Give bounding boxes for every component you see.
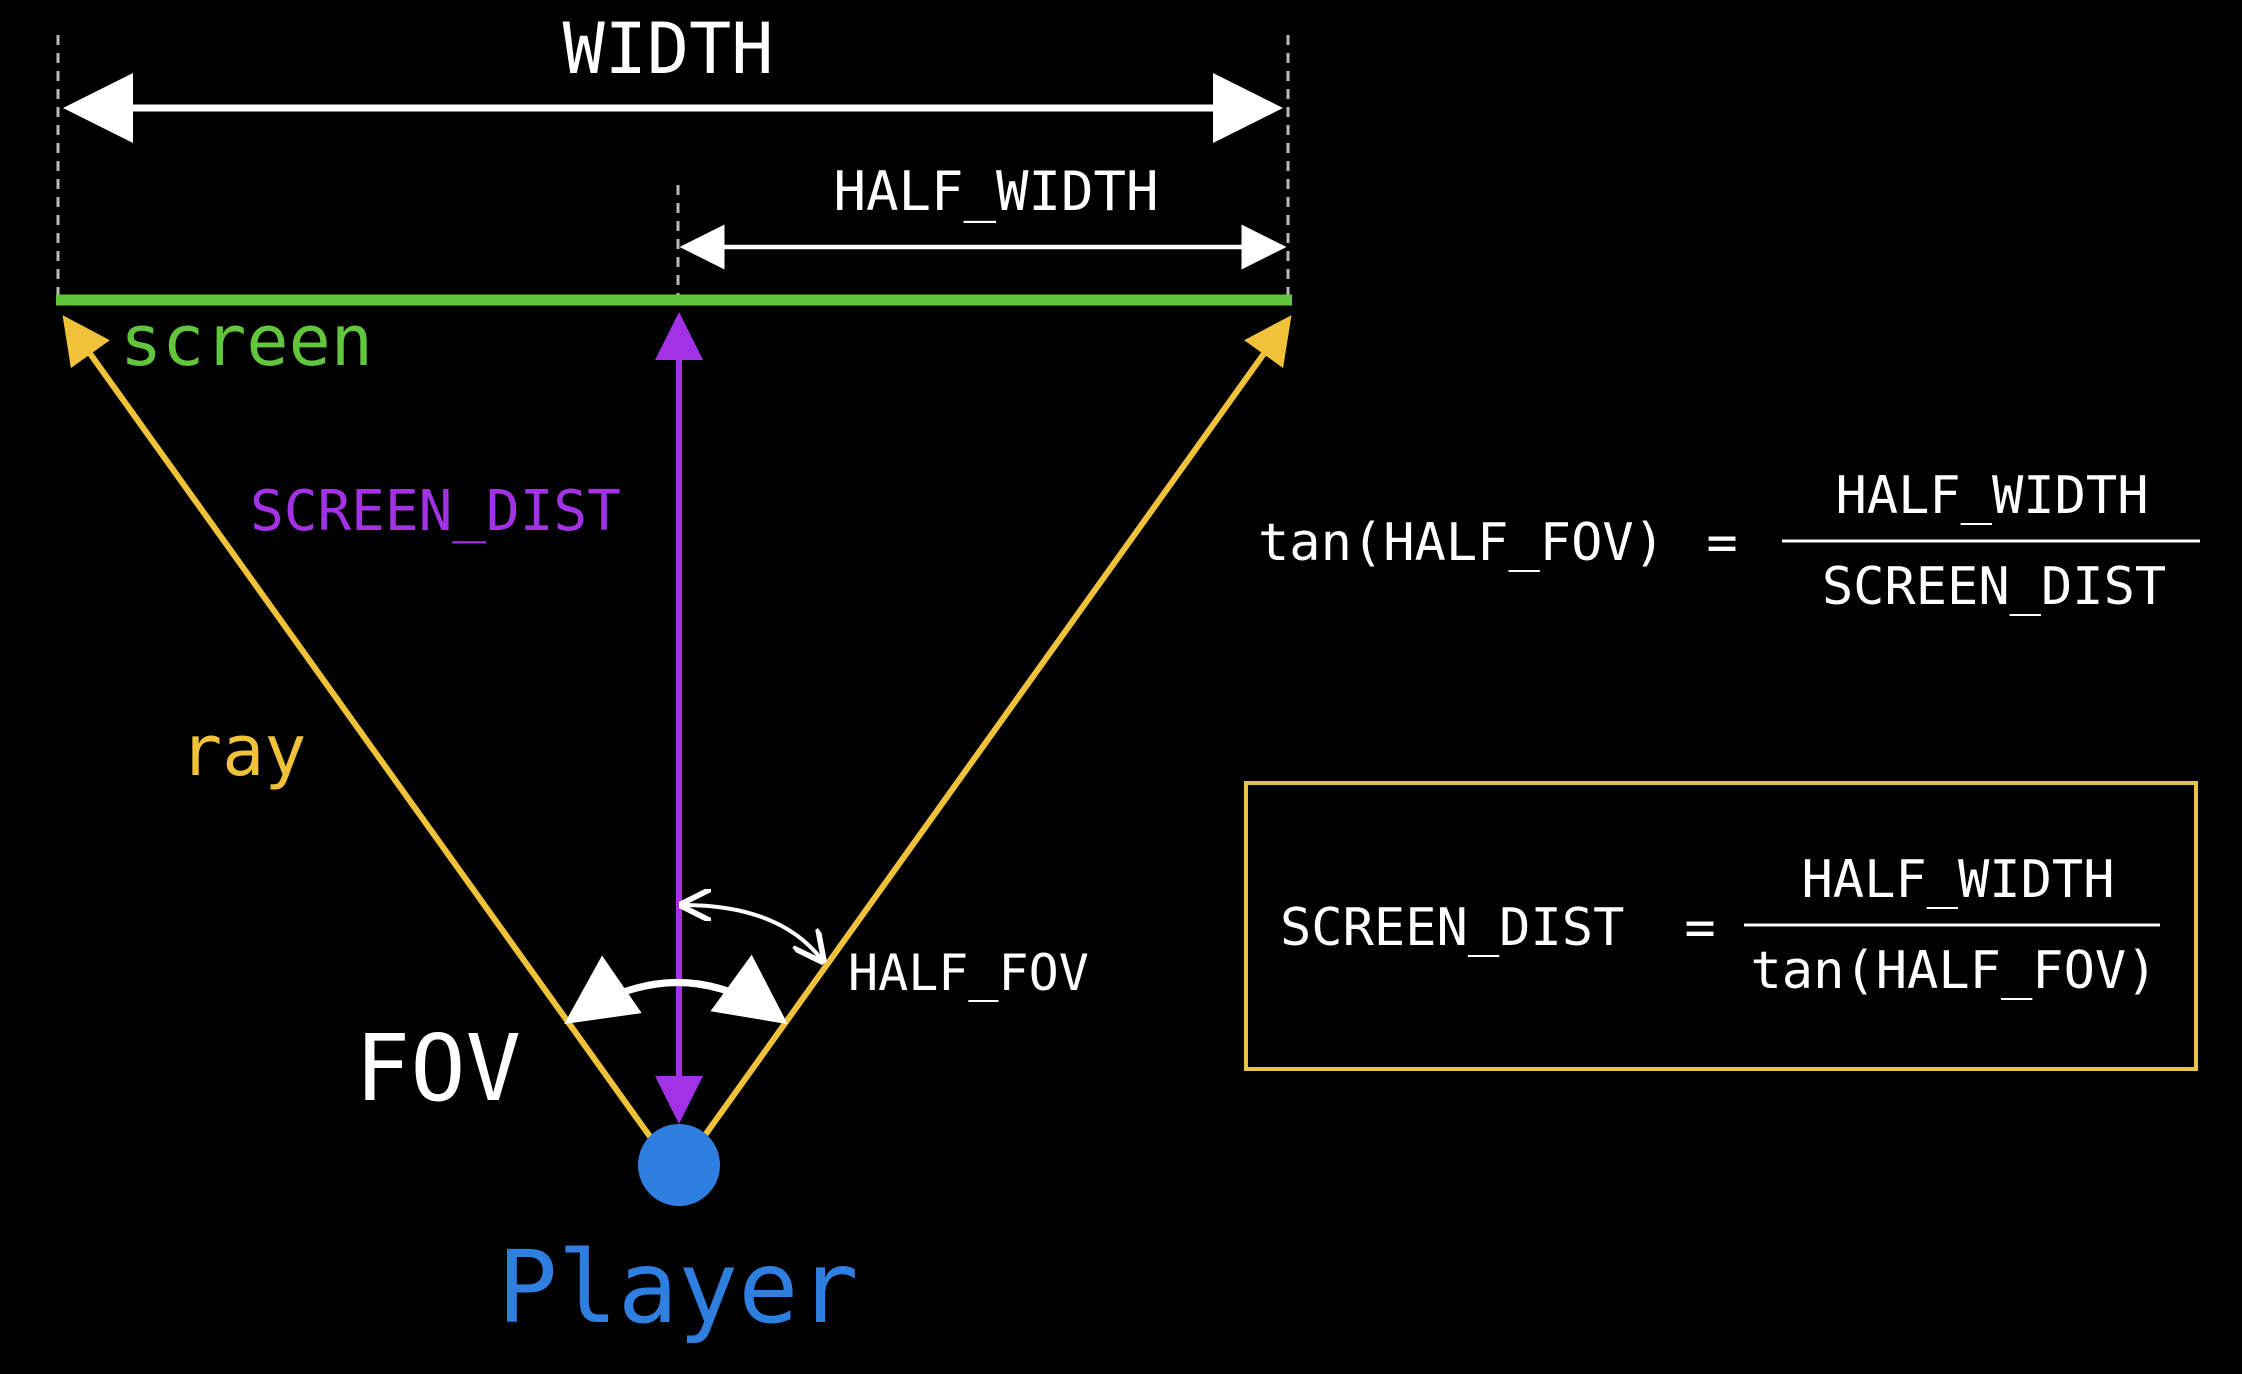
formula-screen-dist-lhs: SCREEN_DIST	[1280, 898, 1624, 958]
formula-tan: tan(HALF_FOV) = HALF_WIDTH SCREEN_DIST	[1258, 466, 2200, 617]
ray-right	[695, 315, 1292, 1147]
formula-screen-dist-equals: =	[1684, 898, 1715, 958]
width-label: WIDTH	[563, 8, 774, 90]
ray-left	[62, 315, 659, 1147]
half-fov-label: HALF_FOV	[848, 944, 1089, 1002]
formula-screen-dist-denominator: tan(HALF_FOV)	[1751, 941, 2158, 1001]
half-width-label: HALF_WIDTH	[833, 160, 1158, 223]
formula-box	[1244, 781, 2198, 1071]
formula-tan-numerator: HALF_WIDTH	[1835, 466, 2148, 526]
screen-label: screen	[120, 300, 373, 382]
player-label: Player	[497, 1229, 858, 1346]
formula-tan-lhs: tan(HALF_FOV)	[1258, 513, 1665, 573]
formula-screen-dist-numerator: HALF_WIDTH	[1801, 850, 2114, 910]
formula-tan-equals: =	[1706, 513, 1737, 573]
ray-label: ray	[180, 710, 306, 792]
half-fov-arc	[683, 905, 822, 960]
formula-screen-dist: SCREEN_DIST = HALF_WIDTH tan(HALF_FOV)	[1280, 850, 2160, 1001]
fov-arc	[564, 954, 788, 1025]
screen-dist-label: SCREEN_DIST	[250, 479, 621, 544]
formula-tan-denominator: SCREEN_DIST	[1822, 557, 2166, 617]
player-dot	[638, 1124, 720, 1206]
fov-label: FOV	[355, 1015, 521, 1122]
